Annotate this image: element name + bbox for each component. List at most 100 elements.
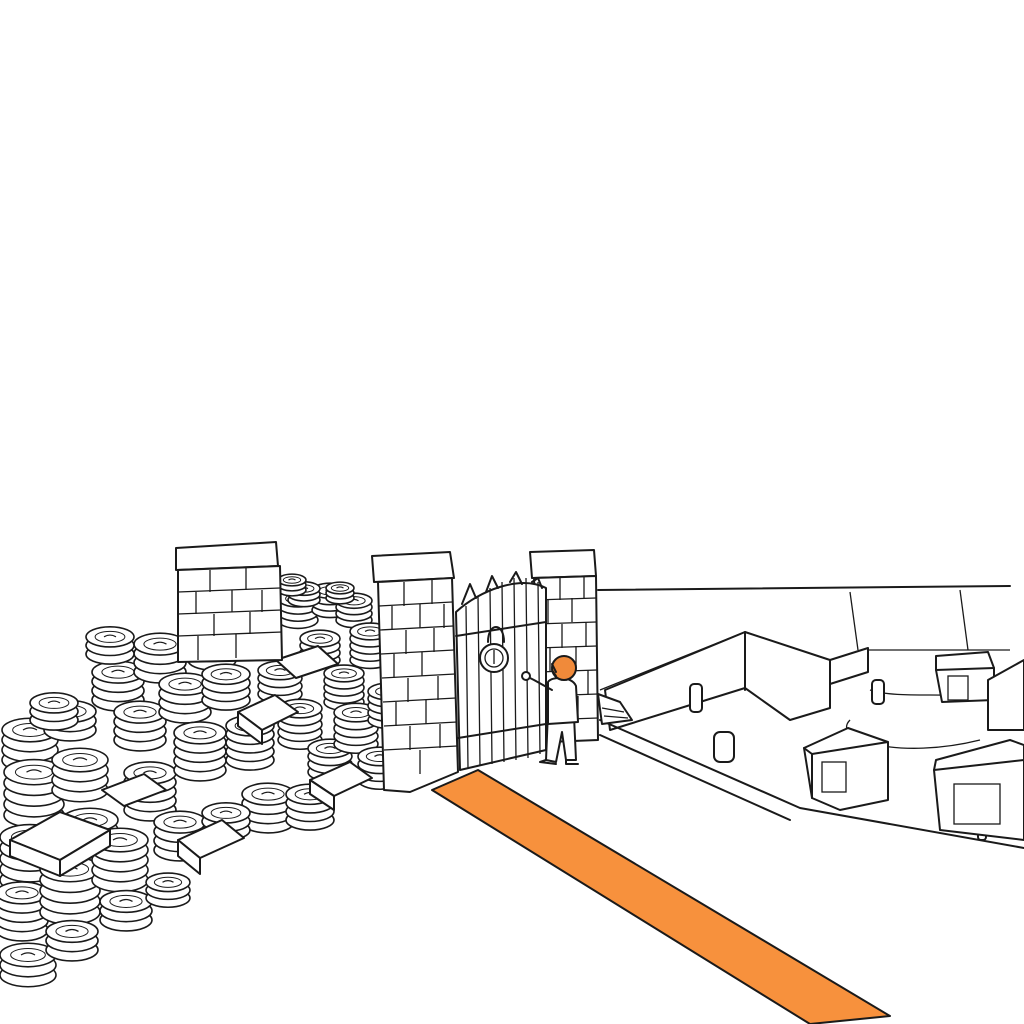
- coin: [323, 664, 365, 683]
- coin: [85, 625, 135, 648]
- coin: [29, 691, 79, 714]
- coin-stack: [113, 700, 167, 752]
- coin-emboss: [10, 948, 46, 962]
- coin-emboss: [143, 637, 177, 651]
- coin: [145, 872, 191, 893]
- coin-symbol: [20, 952, 36, 956]
- bollard: [689, 683, 703, 713]
- coin-stack: [323, 664, 365, 712]
- coin-symbol: [219, 810, 233, 814]
- coin-emboss: [109, 894, 143, 908]
- coin-symbol: [162, 880, 174, 883]
- coin-symbol: [153, 641, 167, 645]
- coin-stack: [51, 747, 109, 803]
- coin-symbol: [173, 819, 187, 823]
- courtyard: [597, 585, 1024, 849]
- hut-building: [935, 651, 995, 703]
- coin-symbol: [261, 791, 275, 795]
- person-head: [551, 655, 577, 681]
- coin-symbol: [65, 928, 79, 932]
- bollard: [713, 731, 735, 763]
- coin-stack: [333, 702, 379, 755]
- coin-symbol: [178, 681, 192, 685]
- coin-emboss: [55, 924, 89, 938]
- coin-symbol: [72, 757, 88, 761]
- coin-symbol: [103, 634, 117, 638]
- coin-stack: [45, 919, 99, 962]
- coin-symbol: [274, 668, 286, 671]
- coin: [325, 581, 355, 595]
- coin: [299, 629, 341, 648]
- coin-emboss: [5, 886, 39, 900]
- coin-emboss: [210, 668, 242, 681]
- coin-emboss: [251, 787, 285, 801]
- coin: [173, 721, 227, 745]
- coin-emboss: [282, 576, 302, 584]
- coin-stack: [145, 872, 191, 909]
- coin-symbol: [219, 671, 233, 675]
- coin: [201, 801, 251, 824]
- kiosk-building: [803, 727, 889, 811]
- coin-symbol: [26, 769, 42, 773]
- coin-emboss: [163, 815, 197, 829]
- coin-symbol: [288, 578, 296, 581]
- coin-stack: [201, 663, 251, 711]
- side-steps: [597, 693, 633, 725]
- coin: [45, 919, 99, 944]
- coin-emboss: [38, 696, 70, 709]
- coin-symbol: [119, 898, 133, 902]
- coin-symbol: [294, 706, 306, 710]
- orange-path: [431, 769, 891, 1024]
- coin-stack: [277, 573, 307, 597]
- side-building: [987, 659, 1024, 731]
- coin-stack: [277, 698, 323, 751]
- coin: [99, 889, 153, 914]
- coin-emboss: [123, 705, 157, 719]
- coin-symbol: [82, 817, 98, 821]
- coin-symbol: [336, 586, 344, 589]
- coin-symbol: [111, 669, 125, 673]
- coin: [51, 747, 109, 773]
- wooden-gate[interactable]: [455, 571, 547, 771]
- coin-emboss: [183, 726, 217, 740]
- gate-pillar-left: [371, 551, 459, 793]
- coin-symbol: [47, 700, 61, 704]
- coin-emboss: [153, 876, 183, 888]
- coin-symbol: [350, 710, 362, 714]
- coin-emboss: [330, 584, 350, 592]
- coin-emboss: [331, 668, 357, 679]
- coin-stack: [85, 625, 135, 665]
- person[interactable]: [521, 655, 579, 765]
- coin: [113, 700, 167, 724]
- coin-stack: [325, 581, 355, 605]
- coin-stack: [1, 717, 59, 773]
- coin-emboss: [168, 677, 202, 691]
- coin-stack: [241, 782, 295, 834]
- coin-stack: [99, 889, 153, 932]
- coin-symbol: [324, 746, 336, 749]
- slabs: [9, 645, 373, 877]
- coin-symbol: [193, 730, 207, 734]
- coin-symbol: [22, 727, 38, 731]
- coin-emboss: [210, 806, 242, 819]
- coin-emboss: [62, 753, 98, 767]
- garage-building: [933, 739, 1024, 841]
- coin-symbol: [133, 709, 147, 713]
- coin: [201, 663, 251, 686]
- coin-emboss: [307, 633, 333, 644]
- coin-symbol: [143, 770, 157, 774]
- coin-emboss: [94, 630, 126, 643]
- bollard: [871, 679, 885, 705]
- coin-stack: [158, 672, 212, 724]
- coin-symbol: [15, 890, 29, 894]
- left-pillar: [175, 541, 283, 663]
- padlock[interactable]: [479, 626, 509, 673]
- coin-stack: [0, 881, 49, 942]
- coin-symbol: [364, 629, 376, 632]
- coin-symbol: [338, 671, 350, 674]
- coin-stack: [29, 691, 79, 731]
- coin: [277, 573, 307, 587]
- coin-symbol: [314, 636, 326, 640]
